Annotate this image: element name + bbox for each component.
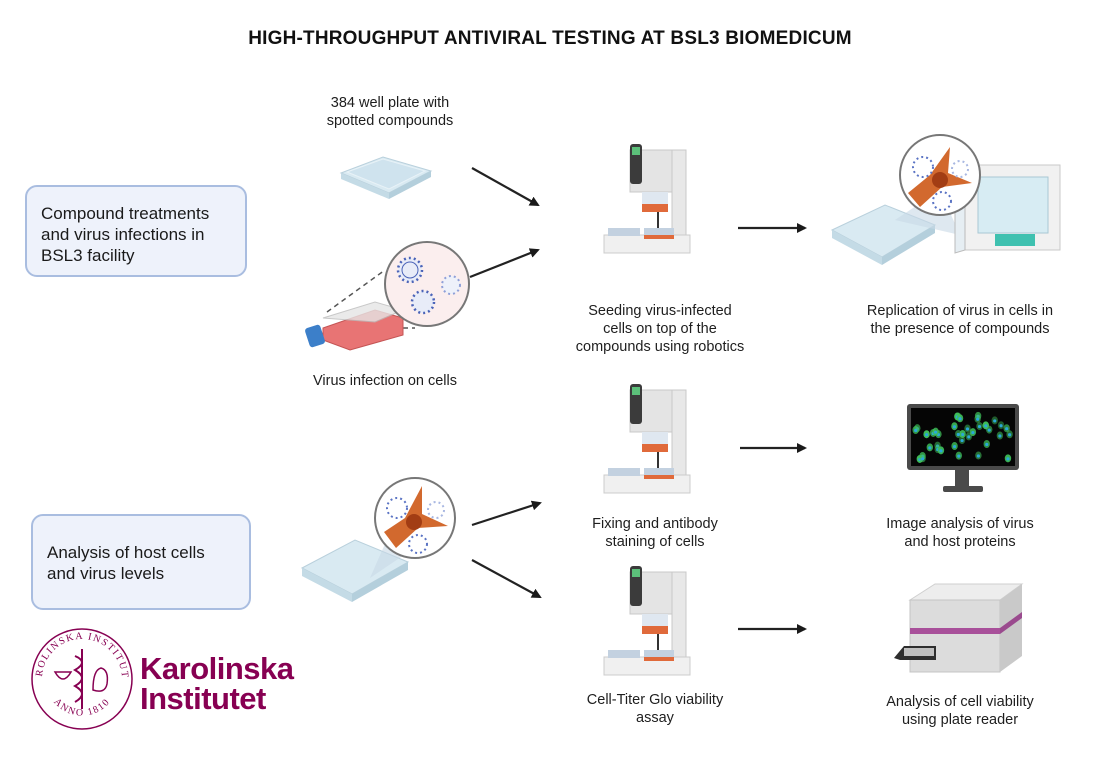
label-line: 384 well plate with [330,95,450,111]
label-line: assay [636,710,674,726]
institution-name: Karolinska Institutet [140,651,294,716]
arrow-icon [471,167,540,206]
institution-name-line: Karolinska [140,651,294,686]
label-cell-titer: Cell-Titer Glo viability assay [555,691,755,727]
cell-nucleus [999,424,1003,428]
label-replication: Replication of virus in cells in the pre… [840,302,1080,338]
well-plate-icon [339,156,433,199]
cell-nucleus [956,432,960,437]
arrow-icon [471,500,542,527]
cell-nucleus [987,428,991,432]
replication-illustration [830,134,1061,265]
institution-name-line: Institutet [140,681,266,716]
arrow-icon [471,559,542,598]
cell-nucleus [976,454,980,458]
cell-nucleus [1008,433,1012,437]
label-line: staining of cells [605,534,705,550]
label-plate-compounds: 384 well plate with spotted compounds [290,94,490,130]
cell-nucleus [957,454,961,458]
cell-nucleus [928,446,932,450]
label-virus-infection: Virus infection on cells [285,372,485,390]
label-line: cells on top of the [603,321,717,337]
liquid-handling-robot-icon [603,566,691,676]
label-line: the presence of compounds [870,321,1050,337]
cell-nucleus [914,428,918,433]
label-line: and host proteins [904,534,1016,550]
phase-box-line: and virus levels [47,564,165,583]
cell-nucleus [939,449,943,453]
plate-reader-icon [894,583,1024,673]
cell-nucleus [952,444,957,449]
incubator-icon [954,164,1061,254]
phase-box-treatment: Compound treatments and virus infections… [25,185,247,277]
cell-nucleus [977,424,982,429]
infected-cell-icon [374,477,456,559]
cell-nucleus [985,442,989,447]
label-line: Cell-Titer Glo viability [586,692,724,708]
label-fixing: Fixing and antibody staining of cells [555,515,755,551]
liquid-handling-robot-icon [603,384,691,494]
cell-nucleus [952,425,957,429]
cell-nucleus [958,417,962,421]
cell-nucleus [1005,427,1009,431]
label-viability-analysis: Analysis of cell viability using plate r… [855,693,1065,729]
cell-nucleus [960,438,964,443]
cell-nucleus [971,430,975,435]
microscopy-monitor-icon [907,404,1019,492]
infected-cell-icon [899,134,981,216]
phase-box-line: BSL3 facility [41,246,135,265]
label-seeding: Seeding virus-infected cells on top of t… [555,302,765,356]
cell-nucleus [934,430,938,434]
label-line: compounds using robotics [575,339,745,355]
label-line: Virus infection on cells [312,373,457,389]
analysis-input-illustration [300,477,456,602]
label-line: Seeding virus-infected [588,303,732,319]
liquid-handling-robot-icon [603,144,691,254]
virus-magnifier-icon [384,241,470,327]
phase-box-analysis: Analysis of host cells and virus levels [31,514,251,610]
cell-nucleus [921,457,925,461]
label-line: Analysis of cell viability [886,694,1034,710]
cell-nucleus [976,417,980,421]
diagram-title: HIGH-THROUGHPUT ANTIVIRAL TESTING AT BSL… [248,28,852,49]
phase-box-line: and virus infections in [41,225,205,244]
arrow-icon [469,248,540,279]
cell-nucleus [998,434,1002,438]
cell-nucleus [924,433,929,437]
cell-nucleus [984,424,988,428]
label-line: spotted compounds [326,113,454,129]
virus-infection-illustration [305,241,470,351]
phase-box-line: Analysis of host cells [47,543,205,562]
label-image-analysis: Image analysis of virus and host protein… [855,515,1065,551]
cell-nucleus [960,432,965,437]
cell-nucleus [1006,457,1010,461]
label-line: Replication of virus in cells in [866,303,1054,319]
label-line: Fixing and antibody [592,516,718,532]
phase-box-line: Compound treatments [41,204,210,223]
karolinska-seal-logo: KAROLINSKA INSTITUTET ANNO 1810 [23,616,133,730]
cell-nucleus [993,419,997,423]
label-line: Image analysis of virus [886,516,1034,532]
label-line: using plate reader [901,712,1019,728]
cell-nucleus [965,427,970,431]
cell-nucleus [967,435,971,439]
cell-culture-flask-icon [305,301,405,351]
